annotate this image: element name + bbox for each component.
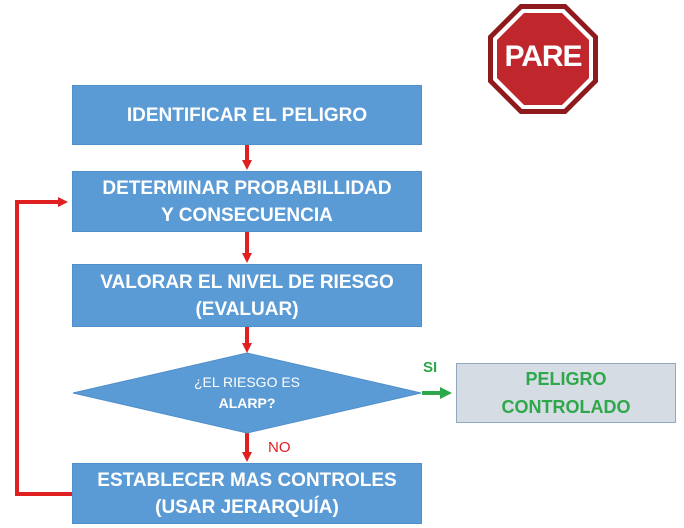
stop-sign-icon (488, 4, 598, 114)
step-probability-line2: Y CONSECUENCIA (161, 204, 333, 226)
stop-sign-label: PARE (504, 40, 582, 73)
arrow-loop-back (15, 197, 72, 496)
step-controls-line1: ESTABLECER MAS CONTROLES (97, 469, 397, 491)
no-label: NO (268, 439, 291, 456)
step-evaluate-risk: VALORAR EL NIVEL DE RIESGO (EVALUAR) (72, 264, 422, 327)
step-probability-consequence: DETERMINAR PROBABILLIDAD Y CONSECUENCIA (72, 171, 422, 232)
decision-diamond (72, 352, 422, 434)
decision-label: ¿EL RIESGO ES ALARP? (167, 372, 327, 414)
decision-line2: ALARP? (218, 395, 276, 411)
step-probability-line1: DETERMINAR PROBABILLIDAD (102, 177, 392, 199)
step-evaluate-line1: VALORAR EL NIVEL DE RIESGO (100, 271, 394, 293)
step-evaluate-line2: (EVALUAR) (195, 298, 299, 320)
step-more-controls: ESTABLECER MAS CONTROLES (USAR JERARQUÍA… (72, 463, 422, 524)
step-controls-line2: (USAR JERARQUÍA) (155, 496, 339, 518)
result-line1: PELIGRO (525, 369, 607, 389)
decision-line1: ¿EL RIESGO ES (193, 374, 301, 390)
yes-label: SI (423, 359, 438, 376)
result-hazard-controlled: PELIGRO CONTROLADO (456, 363, 676, 423)
step-identify-hazard: IDENTIFICAR EL PELIGRO (72, 85, 422, 145)
step-identify-hazard-label: IDENTIFICAR EL PELIGRO (126, 104, 368, 126)
result-line2: CONTROLADO (501, 397, 631, 417)
